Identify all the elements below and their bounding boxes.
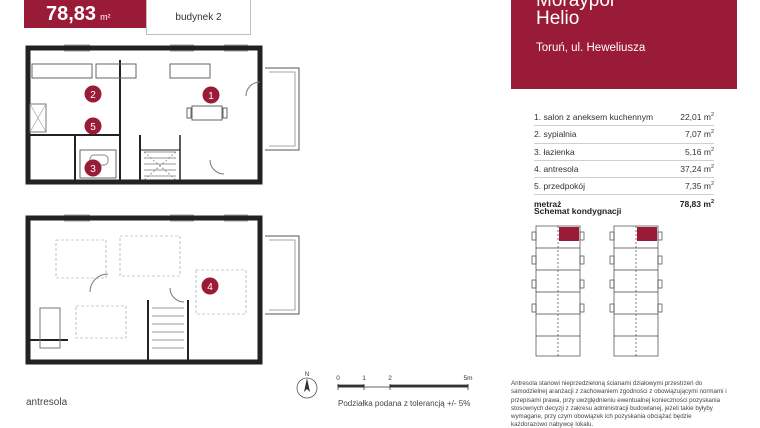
room-marker-4: 4 [201, 277, 219, 295]
total-row: metraż 78,83 m2 [534, 195, 714, 211]
brand-address: Toruń, ul. Heweliusza [536, 42, 646, 54]
room-name: 4. antresola [534, 163, 579, 174]
total-label: metraż [534, 199, 562, 210]
room-row: 4. antresola 37,24 m2 [534, 161, 714, 179]
room-area: 7,35 m2 [684, 181, 714, 192]
room-marker-2: 2 [84, 85, 102, 103]
floor-caption: antresola [26, 397, 68, 408]
svg-text:4: 4 [207, 282, 213, 293]
room-area: 7,07 m2 [684, 129, 714, 140]
building-label-box: budynek 2 [146, 0, 251, 35]
brand-panel: Moraypol Helio Toruń, ul. Heweliusza [511, 0, 737, 89]
room-marker-3: 3 [84, 159, 102, 177]
schema-title: Schemat kondygnacji [534, 206, 622, 216]
room-name: 1. salon z aneksem kuchennym [534, 112, 654, 122]
room-row: 3. łazienka 5,16 m2 [534, 144, 714, 161]
svg-text:5: 5 [90, 122, 96, 133]
scale-tick-0: 0 [336, 375, 340, 382]
scale-tick-5: 5m [463, 375, 472, 382]
room-list: 1. salon z aneksem kuchennym 22,01 m2 2.… [534, 109, 714, 211]
floor-plan: 1 2 3 4 5 [25, 44, 300, 365]
room-area: 37,24 m2 [680, 163, 714, 174]
apartment-area-badge: 78,83 m² [24, 0, 146, 28]
building-schema-diagram [531, 225, 663, 357]
svg-text:1: 1 [208, 91, 214, 102]
apartment-area-value: 78,83 [46, 3, 97, 25]
apartment-area-unit: m² [100, 12, 111, 22]
svg-text:2: 2 [90, 90, 96, 101]
brand-sub: Helio [536, 8, 580, 29]
room-row: 1. salon z aneksem kuchennym 22,01 m2 [534, 109, 714, 127]
svg-text:3: 3 [90, 164, 96, 175]
svg-text:N: N [305, 372, 309, 378]
north-arrow-icon: N [296, 372, 318, 399]
room-name: 5. przedpokój [534, 181, 586, 192]
total-area: 78,83 m2 [679, 199, 714, 210]
scale-note: Podziałka podana z tolerancją +/- 5% [338, 399, 471, 408]
room-row: 2. sypialnia 7,07 m2 [534, 126, 714, 144]
room-marker-1: 1 [202, 86, 220, 104]
room-name: 3. łazienka [534, 146, 575, 157]
room-row: 5. przedpokój 7,35 m2 [534, 178, 714, 196]
brand-name: Moraypol [536, 0, 615, 11]
room-area: 22,01 m2 [680, 112, 714, 122]
room-area: 5,16 m2 [684, 146, 714, 157]
disclaimer-text: Antresola stanowi nieprzedzieloną ściana… [511, 380, 727, 428]
building-label: budynek 2 [175, 12, 222, 23]
scale-tick-1: 1 [362, 375, 366, 382]
scale-bar: N 0 1 2 5m [296, 372, 473, 399]
scale-tick-2: 2 [388, 375, 392, 382]
room-name: 2. sypialnia [534, 129, 577, 140]
room-marker-5: 5 [84, 117, 102, 135]
